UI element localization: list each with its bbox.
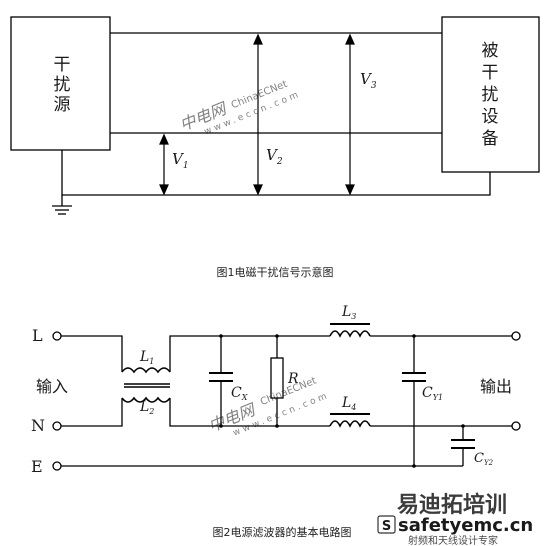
cy2-label: CY2 — [474, 451, 494, 467]
v3-double-arrow — [345, 33, 355, 196]
figure1-interference-diagram: 干 扰 源 被 干 扰 设 备 V1 — [10, 16, 540, 279]
common-mode-choke-icon — [121, 367, 171, 403]
svg-text:safetyemc.cn: safetyemc.cn — [398, 515, 533, 536]
brand-watermark: 易迪拓培训 S safetyemc.cn 射频和天线设计专家 — [377, 492, 533, 546]
l3-label: L3 — [341, 304, 356, 321]
v1-label: V1 — [172, 150, 189, 171]
brand-s-icon — [377, 515, 396, 534]
input-label: 输入 — [36, 377, 68, 396]
junction-dots — [219, 334, 465, 468]
ground-conductor — [61, 150, 491, 196]
l2-label: L2 — [139, 399, 154, 416]
v3-label: V3 — [360, 70, 377, 91]
l4-label: L4 — [341, 395, 356, 412]
victim-device-label-4: 设 — [482, 107, 499, 127]
victim-device-label-5: 备 — [482, 129, 499, 149]
figure2-caption: 图2电源滤波器的基本电路图 — [213, 525, 352, 539]
victim-device-label-3: 扰 — [482, 85, 499, 105]
victim-device-box — [441, 16, 540, 173]
interference-source-label-3: 源 — [54, 95, 71, 115]
figure1-caption: 图1电磁干扰信号示意图 — [217, 265, 334, 279]
terminal-n-label: N — [31, 416, 45, 435]
l1-label: L1 — [139, 349, 154, 366]
svg-text:S: S — [382, 519, 391, 534]
cx-label: CX — [231, 385, 248, 402]
svg-text:射频和天线设计专家: 射频和天线设计专家 — [408, 534, 498, 546]
victim-device-label-2: 干 — [482, 63, 499, 83]
terminal-e-label: E — [31, 457, 43, 476]
inductor-l3-icon — [329, 323, 371, 338]
interference-source-box — [10, 16, 111, 151]
victim-device-label-1: 被 — [482, 41, 499, 61]
capacitor-cx-icon — [209, 372, 233, 382]
interference-source-label-2: 扰 — [54, 75, 71, 95]
circuit-wiring — [61, 335, 512, 467]
inductor-l4-icon — [329, 413, 371, 428]
terminal-n-right-icon — [511, 421, 521, 431]
terminal-n-left-icon — [52, 421, 62, 431]
interference-source-label-1: 干 — [54, 55, 71, 75]
svg-text:易迪拓培训: 易迪拓培训 — [397, 492, 507, 518]
resistor-r-icon — [270, 357, 284, 399]
terminal-e-left-icon — [52, 461, 62, 471]
v2-double-arrow — [253, 33, 263, 196]
v1-double-arrow — [159, 133, 169, 196]
terminal-l-label: L — [32, 326, 43, 345]
watermark-china-ecnet-1: 中电网 ChinaECNet www.eccn.com — [177, 79, 303, 138]
cy1-label: CY1 — [422, 385, 443, 402]
terminal-l-left-icon — [52, 331, 62, 341]
watermark-china-ecnet-2: 中电网 ChinaECNet www.eccn.com — [206, 375, 332, 438]
capacitor-cy2-icon — [451, 439, 475, 449]
output-label: 输出 — [480, 377, 512, 396]
capacitor-cy1-icon — [402, 372, 426, 382]
r-label: R — [287, 371, 299, 387]
v2-label: V2 — [266, 146, 283, 167]
ground-icon — [52, 195, 72, 215]
terminal-l-right-icon — [511, 331, 521, 341]
